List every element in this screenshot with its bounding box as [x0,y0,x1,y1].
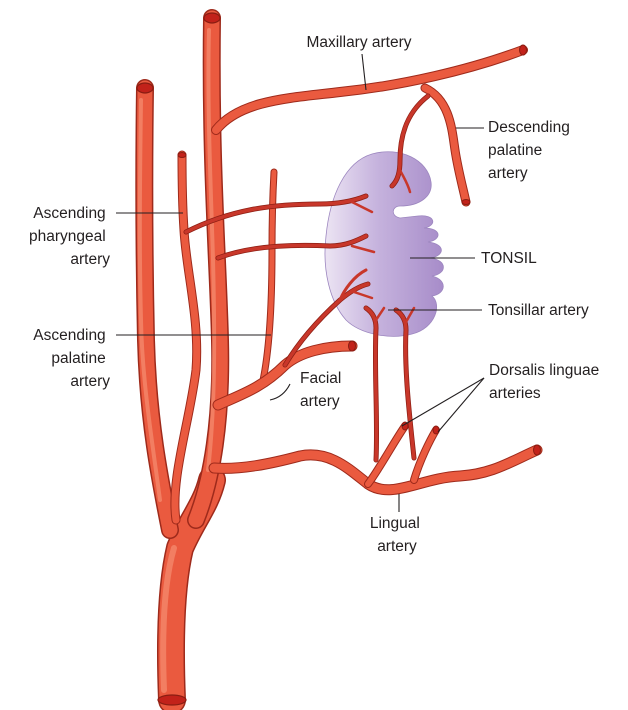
label-lingual-artery: Lingual artery [370,515,424,555]
label-maxillary-artery: Maxillary artery [306,34,411,51]
label-tonsillar-artery: Tonsillar artery [488,302,589,319]
internal-carotid-artery [137,83,170,530]
label-descending-palatine: Descending palatine artery [488,119,574,182]
label-ascending-pharyngeal: Ascending pharyngeal artery [29,205,110,268]
leader-facial [270,384,290,400]
label-facial-artery: Facial artery [300,370,346,410]
leader-dorsalis-1 [402,378,484,426]
maxillary-artery [216,45,527,130]
ascending-palatine-artery [262,172,274,385]
label-dorsalis-linguae: Dorsalis linguae arteries [489,362,604,402]
external-carotid-artery [196,13,220,520]
labels: Maxillary artery Descending palatine art… [29,34,604,555]
label-tonsil: TONSIL [481,250,537,267]
ascending-pharyngeal-artery [175,153,197,521]
label-ascending-palatine: Ascending palatine artery [33,327,110,390]
leader-dorsalis-2 [438,378,484,432]
